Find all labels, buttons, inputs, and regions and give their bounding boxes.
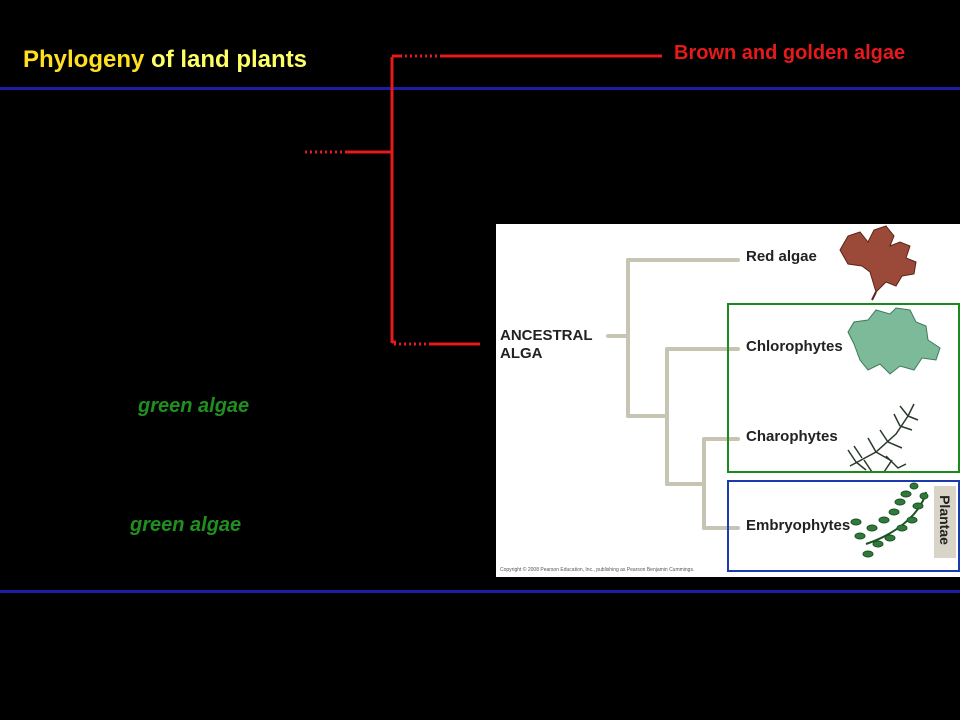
slide-title: Phylogeny of land plants xyxy=(23,46,307,74)
plantae-tab: Plantae xyxy=(934,486,956,558)
taxon-red-algae: Red algae xyxy=(746,248,817,265)
land-plants-box xyxy=(727,480,960,572)
copyright-notice: Copyright © 2008 Pearson Education, Inc.… xyxy=(500,567,695,573)
green-algae-box xyxy=(727,303,960,473)
taxon-embryophytes: Embryophytes xyxy=(746,517,851,534)
taxon-charophytes: Charophytes xyxy=(746,428,838,445)
charophyte-icon xyxy=(847,403,919,473)
chlorophyte-icon xyxy=(847,307,941,375)
ancestral-alga-label: ANCESTRAL ALGA xyxy=(500,327,593,363)
taxon-chlorophytes: Chlorophytes xyxy=(746,338,843,355)
top-rule xyxy=(0,87,960,90)
red-alga-icon xyxy=(839,225,917,301)
title-rest: of land plants xyxy=(144,46,308,73)
green-algae-label-2: green algae xyxy=(130,514,242,536)
embryophyte-fern-icon xyxy=(850,482,929,558)
ancestral-line-2: ALGA xyxy=(500,345,543,362)
green-algae-label-1: green algae xyxy=(138,395,250,417)
brown-golden-algae-label: Brown and golden algae xyxy=(674,42,906,64)
ancestral-line-1: ANCESTRAL xyxy=(500,327,593,344)
title-first-word: Phylogeny xyxy=(23,46,145,73)
bottom-rule xyxy=(0,590,960,593)
figure-tree xyxy=(606,225,941,558)
